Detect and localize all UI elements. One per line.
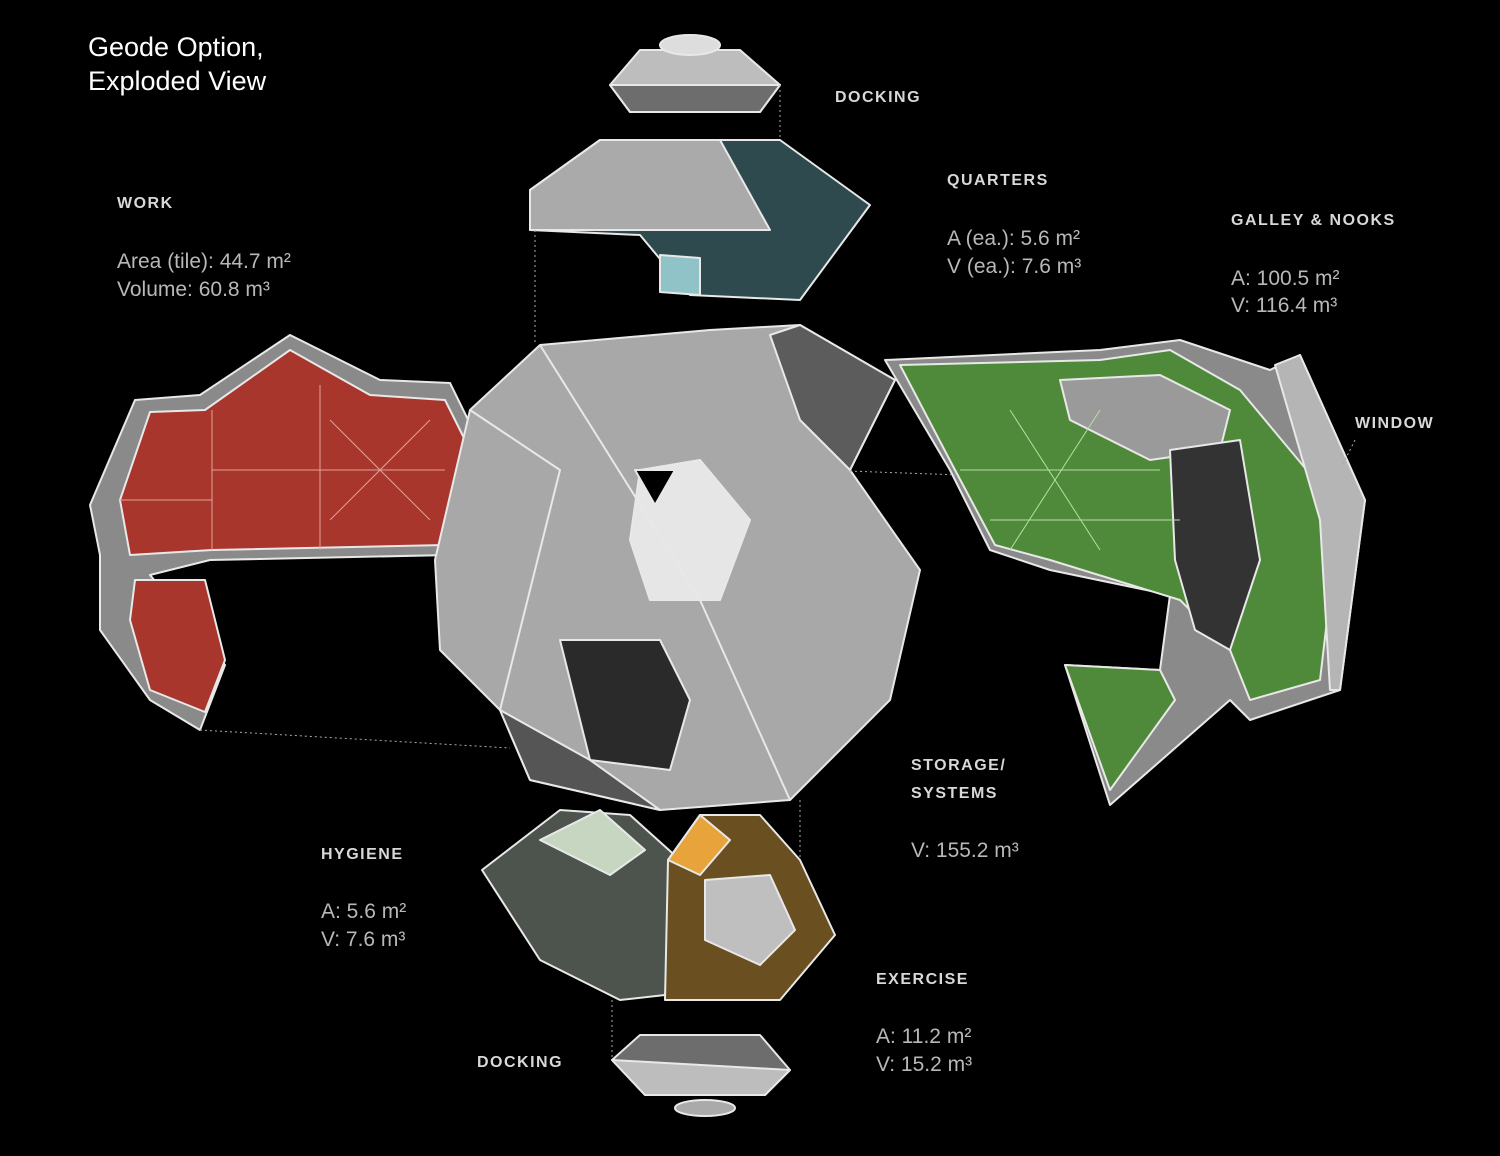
exercise-module [664,814,836,1001]
quarters-volume: V (ea.): 7.6 m³ [947,255,1082,278]
exercise-area: A: 11.2 m² [876,1025,972,1048]
diagram-title: Geode Option, Exploded View [88,30,266,98]
storage-volume: V: 155.2 m³ [911,839,1019,862]
quarters-area: A (ea.): 5.6 m² [947,227,1081,250]
quarters-label: QUARTERS [947,172,1049,189]
work-label: WORK [117,195,174,212]
galley-label: GALLEY & NOOKS [1231,212,1396,229]
work-module [89,334,479,731]
hygiene-volume: V: 7.6 m³ [321,928,406,951]
work-area: Area (tile): 44.7 m² [117,250,291,273]
exercise-volume: V: 15.2 m³ [876,1053,973,1076]
storage-label-line-1: STORAGE/ [911,757,1007,774]
storage-systems-core [434,324,921,811]
window-label: WINDOW [1355,415,1435,432]
exercise-label: EXERCISE [876,971,969,988]
hygiene-area: A: 5.6 m² [321,900,407,923]
docking-top-label: DOCKING [835,89,922,106]
galley-area: A: 100.5 m² [1231,267,1340,290]
leader-lines [199,85,1356,1060]
galley-volume: V: 116.4 m³ [1231,294,1338,317]
hygiene-label: HYGIENE [321,846,404,863]
hygiene-module [481,809,681,1001]
galley-nooks-module [884,339,1366,806]
title-line-1: Geode Option, [88,32,264,62]
title-line-2: Exploded View [88,66,267,96]
work-volume: Volume: 60.8 m³ [117,278,270,301]
docking-bottom-label: DOCKING [477,1054,564,1071]
docking-top-module [609,34,781,113]
quarters-module [529,139,871,301]
storage-label-line-2: SYSTEMS [911,785,998,802]
docking-bottom-module [611,1034,791,1117]
